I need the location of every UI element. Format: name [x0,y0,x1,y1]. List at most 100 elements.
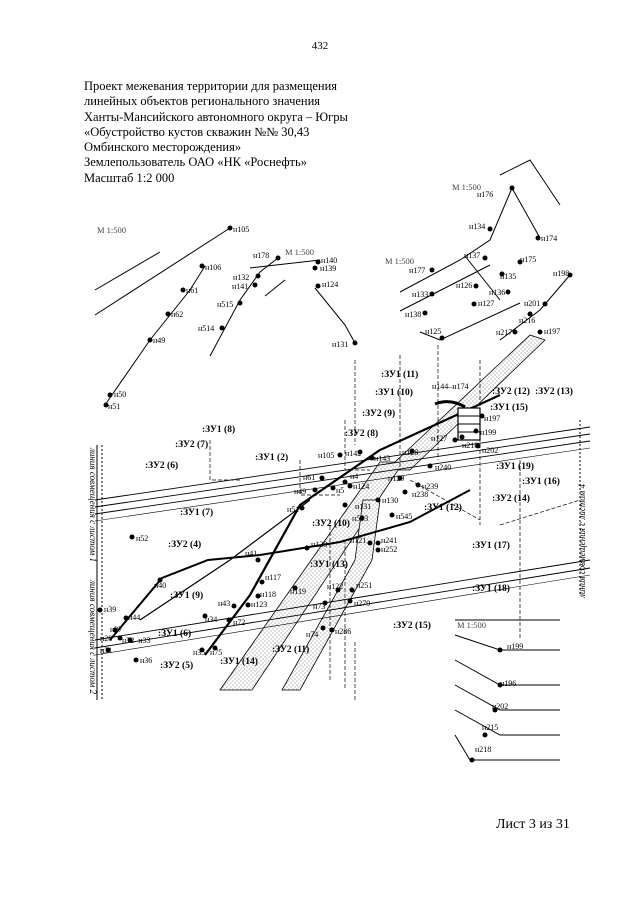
point-label: н239 [422,482,438,491]
point-label: н217 [496,328,512,337]
parcel-label: :ЗУ2 (9) [362,408,395,419]
parcel-label: :ЗУ1 (10) [375,387,413,398]
header-line: Проект межевания территории для размещен… [84,79,338,93]
point-label: н135 [500,272,516,281]
point-label: н27 [110,625,122,634]
point-label: н126 [456,281,472,290]
parcel-label: :ЗУ1 (14) [220,656,258,667]
point-label: н240 [435,463,451,472]
point-label: н143 [374,454,390,463]
point-label: н251 [356,581,372,590]
parcel-label: :ЗУ1 (7) [180,507,213,518]
parcel-label: :ЗУ2 (8) [345,428,378,439]
point-label: н4 [350,472,358,481]
parcel-label: :ЗУ1 (18) [472,583,510,594]
point-label: н177 [409,266,425,275]
header-line: Ханты-Мансийского автономного округа – Ю… [84,109,348,124]
parcel-label: :ЗУ2 (12) [492,386,530,397]
parcel-label: :ЗУ2 (14) [492,493,530,504]
point-label: н122 [327,582,343,591]
point-label: н131 [355,502,371,511]
point-label: н142 [345,449,361,458]
parcel-label: :ЗУ1 (9) [170,590,203,601]
point-label: н140 [321,256,337,265]
parcel-label: :ЗУ2 (13) [535,386,573,397]
point-label: н36 [140,656,152,665]
header-line: линейных объектов регионального значения [84,94,321,109]
parcel-label: :ЗУ1 (17) [472,540,510,551]
point-label: н197 [484,414,500,423]
parcel-boundaries [209,345,581,700]
point-label: н199 [480,428,496,437]
sheet-join-lines [96,420,581,700]
point-label: н216 [519,316,535,325]
point-label: н34 [205,615,217,624]
point-label: н124 [353,482,369,491]
point-label: н199 [507,642,523,651]
point-label: н125 [425,327,441,336]
point-label: н218 [475,745,491,754]
page-number: 432 [311,40,329,52]
parcel-label: :ЗУ1 (6) [158,628,191,639]
parcel-label: :ЗУ1 (16) [522,476,560,487]
point-label: н144–н174 [432,382,469,391]
point-label: н131 [332,340,348,349]
scale-note: М 1:500 [452,182,481,192]
point-label: н130 [382,496,398,505]
point-label: н61 [186,286,198,295]
parcel-label: :ЗУ1 (11) [381,369,418,380]
point-label: н51 [287,505,299,514]
header-line: Омбинского месторождения» [84,140,242,155]
point-label: н105 [318,451,334,460]
point-label: н174 [541,234,557,243]
parcel-label: :ЗУ2 (7) [175,439,208,450]
point-label: н62 [171,310,183,319]
inset-lines [94,159,571,406]
point-label: н121 [350,536,366,545]
point-label: н178 [253,251,269,260]
point-label: н106 [205,263,221,272]
inset-lines-bottom [454,619,560,761]
point-label: н49 [294,487,306,496]
point-label: н241 [381,536,397,545]
parcel-label: :ЗУ2 (15) [393,620,431,631]
point-label: н138 [405,310,421,319]
point-label: н128 [402,448,418,457]
point-label: н52 [136,534,148,543]
point-label: н44 [128,613,140,622]
point-label: н197 [544,327,560,336]
point-label: н515 [217,300,233,309]
road-lines [94,426,591,656]
point-label: н73 [313,602,325,611]
point-label: н279 [354,599,370,608]
parcel-label: :ЗУ1 (2) [255,452,288,463]
point-label: н31 [100,646,112,655]
point-label: н176 [477,190,493,199]
parcel-label: :ЗУ1 (13) [310,559,348,570]
point-label: н43 [218,599,230,608]
parcel-label: :ЗУ2 (6) [145,460,178,471]
point-label: н198 [553,269,569,278]
scale-note: М 1:500 [385,256,414,266]
point-label: н137 [464,251,480,260]
point-label: н28 [100,634,112,643]
point-label: н238 [412,490,428,499]
parcel-label: :ЗУ2 (11) [272,644,309,655]
point-label: н136 [489,288,505,297]
point-label: н141 [232,282,248,291]
parcel-label: :ЗУ1 (19) [496,461,534,472]
point-label: н133 [412,290,428,299]
point-label: н50 [114,390,126,399]
point-label: н40 [154,581,166,590]
point-label: н202 [482,446,498,455]
point-label: н118 [260,590,276,599]
point-label: н119 [290,587,306,596]
point-label: н196 [500,679,516,688]
point-label: н175 [520,255,536,264]
point-label: н61 [303,473,315,482]
point-label: н514 [198,324,214,333]
scale-note: М 1:500 [285,247,314,257]
point-label: н5 [336,486,344,495]
parcel-label: :ЗУ2 (5) [160,660,193,671]
